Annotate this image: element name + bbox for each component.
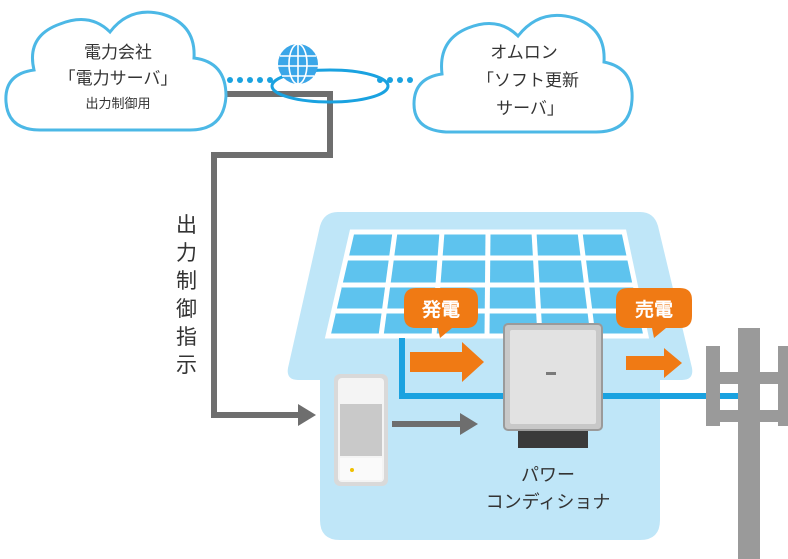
cloud-power-company-line1: 電力会社 — [84, 43, 152, 63]
instruction-char-1: 出 — [176, 213, 197, 237]
solar-panel-grid — [324, 229, 650, 339]
selling-indicator: 売電 — [616, 288, 692, 378]
instruction-char-3: 制 — [176, 269, 197, 293]
instruction-char-2: 力 — [176, 241, 197, 265]
selling-badge-label: 売電 — [635, 298, 673, 321]
solar-panel — [324, 229, 650, 339]
cloud-power-company: 電力会社 「電力サーバ」 出力制御用 — [4, 10, 228, 132]
instruction-char-4: 御 — [176, 297, 197, 321]
power-conditioner-label-line1: パワー — [521, 465, 575, 486]
control-signal-line — [211, 91, 333, 418]
internet-globe — [270, 43, 390, 104]
cloud-power-company-line2: 「電力サーバ」 — [59, 69, 178, 89]
cloud-omron-line3: サーバ」 — [496, 99, 564, 119]
cloud-omron-shape — [412, 13, 634, 134]
globe-meridians — [278, 43, 318, 85]
generation-arrow — [410, 342, 484, 382]
control-signal-arrowhead — [298, 404, 316, 426]
monitor-to-pcs-arrowhead — [460, 413, 478, 435]
selling-arrow — [626, 348, 682, 378]
power-conditioner-label-line2: コンディショナ — [486, 492, 611, 513]
power-conditioner-device — [503, 323, 603, 448]
cloud-omron-line1: オムロン — [490, 43, 558, 63]
network-dots-left — [227, 77, 273, 83]
monitor-device — [334, 374, 388, 486]
output-control-instruction-label: 出 力 制 御 指 示 — [176, 213, 197, 377]
generation-indicator: 発電 — [404, 288, 484, 382]
generation-badge — [404, 288, 478, 338]
globe-ring — [270, 68, 390, 104]
cloud-power-company-line3: 出力制御用 — [85, 97, 150, 112]
cloud-omron-line2: 「ソフト更新 — [477, 71, 579, 91]
utility-pole — [706, 328, 788, 559]
cloud-omron: オムロン 「ソフト更新 サーバ」 — [412, 13, 634, 134]
instruction-char-6: 示 — [176, 353, 197, 377]
generation-badge-label: 発電 — [421, 298, 460, 321]
cloud-power-company-shape — [4, 10, 228, 132]
selling-badge — [616, 288, 692, 338]
instruction-char-5: 指 — [176, 325, 197, 349]
